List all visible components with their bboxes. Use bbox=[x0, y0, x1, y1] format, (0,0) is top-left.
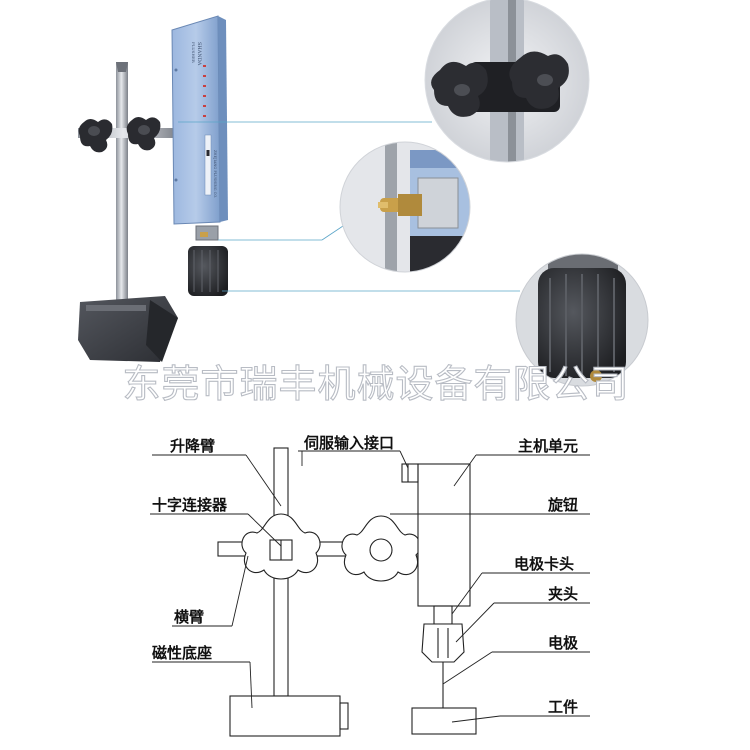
photo-knob-right bbox=[126, 117, 161, 151]
label-cross-arm: 横臂 bbox=[174, 608, 204, 626]
photo-main-unit: SHANDA FLUSHER ZHEJIANG FLUSHING CO. bbox=[171, 15, 228, 225]
label-lift-arm: 升降臂 bbox=[170, 437, 215, 455]
label-magnetic-base: 磁性底座 bbox=[152, 644, 212, 662]
schematic-main-unit bbox=[417, 463, 471, 607]
schematic-collet bbox=[421, 623, 465, 663]
photo-knob-left bbox=[78, 119, 113, 153]
detail-circle-knobs bbox=[424, 0, 590, 163]
photo-magnetic-base bbox=[78, 296, 178, 362]
schematic-leader-lines bbox=[150, 450, 590, 723]
company-watermark: 东莞市瑞丰机械设备有限公司 bbox=[122, 362, 629, 406]
schematic-electrode-chuck bbox=[433, 605, 453, 625]
photo-rod-tip bbox=[116, 62, 128, 72]
label-collet: 夹头 bbox=[548, 585, 578, 603]
schematic-labels: 升降臂 伺服输入接口 主机单元 十字连接器 旋钮 电极卡头 横臂 夹头 电极 磁… bbox=[152, 434, 579, 716]
schematic-drawing bbox=[217, 447, 477, 737]
label-cross-connector: 十字连接器 bbox=[152, 496, 228, 514]
label-electrode-chuck: 电极卡头 bbox=[514, 555, 574, 573]
device-brand-line1: SHANDA bbox=[196, 42, 202, 66]
product-photo: SHANDA FLUSHER ZHEJIANG FLUSHING CO. bbox=[78, 0, 649, 387]
label-main-unit: 主机单元 bbox=[518, 437, 578, 455]
device-brand-bottom: ZHEJIANG FLUSHING CO. bbox=[213, 150, 217, 198]
detail-circle-servo-port bbox=[339, 141, 471, 273]
label-workpiece: 工件 bbox=[548, 698, 578, 716]
label-knob: 旋钮 bbox=[547, 496, 578, 514]
label-servo-port: 伺服输入接口 bbox=[303, 434, 394, 452]
schematic-magnetic-base bbox=[229, 695, 341, 737]
label-electrode: 电极 bbox=[548, 634, 579, 652]
photo-vertical-rod bbox=[116, 62, 128, 312]
device-brand-line2: FLUSHER bbox=[191, 42, 196, 64]
schematic-workpiece bbox=[411, 707, 477, 735]
detail-circle-chuck bbox=[515, 253, 649, 387]
photo-leader-lines bbox=[178, 121, 520, 292]
schematic-servo-port bbox=[401, 463, 419, 483]
photo-chuck bbox=[188, 246, 228, 296]
